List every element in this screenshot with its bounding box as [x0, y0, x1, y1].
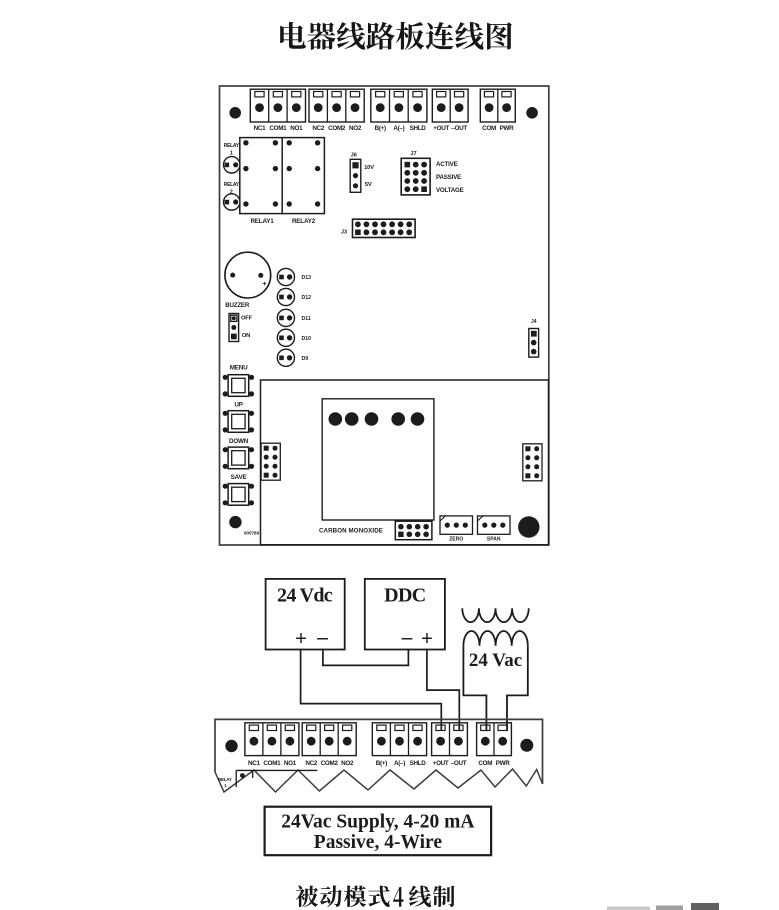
svg-text:RELAY: RELAY — [224, 182, 240, 188]
svg-text:NO1: NO1 — [284, 760, 297, 767]
svg-text:BUZZER: BUZZER — [225, 302, 250, 309]
svg-text:+OUT: +OUT — [433, 125, 449, 132]
svg-text:COM1: COM1 — [263, 760, 281, 767]
svg-text:J6: J6 — [351, 152, 357, 158]
svg-text:D13: D13 — [302, 275, 312, 281]
svg-text:24Vac Supply, 4-20 mA: 24Vac Supply, 4-20 mA — [281, 812, 474, 833]
svg-text:+: + — [262, 281, 266, 288]
svg-text:RELAY2: RELAY2 — [292, 218, 316, 225]
svg-text:–: – — [316, 625, 328, 649]
svg-text:CARBON MONOXIDE: CARBON MONOXIDE — [319, 528, 383, 535]
svg-text:Passive, 4-Wire: Passive, 4-Wire — [314, 832, 443, 853]
svg-text:10V: 10V — [364, 165, 374, 171]
svg-text:SHLD: SHLD — [410, 125, 427, 132]
svg-text:RELAY: RELAY — [218, 777, 232, 782]
svg-text:DDC: DDC — [384, 585, 426, 607]
svg-text:–OUT: –OUT — [451, 125, 467, 132]
svg-text:NO2: NO2 — [341, 760, 354, 767]
svg-text:NC2: NC2 — [312, 125, 324, 132]
svg-text:VOLTAGE: VOLTAGE — [436, 187, 464, 194]
svg-text:PWR: PWR — [500, 125, 515, 132]
svg-text:J7: J7 — [410, 151, 416, 157]
svg-text:+: + — [295, 626, 307, 650]
svg-text:COM: COM — [478, 760, 492, 767]
svg-text:000789: 000789 — [244, 531, 260, 536]
svg-text:2: 2 — [230, 190, 233, 196]
svg-text:B(+): B(+) — [375, 125, 386, 132]
svg-text:24 Vdc: 24 Vdc — [277, 585, 333, 607]
svg-text:5V: 5V — [365, 182, 372, 188]
svg-text:SPAN: SPAN — [487, 536, 501, 542]
svg-text:COM2: COM2 — [328, 125, 346, 132]
svg-text:ACTIVE: ACTIVE — [436, 161, 458, 168]
svg-text:A(–): A(–) — [393, 125, 404, 132]
svg-text:COM2: COM2 — [321, 760, 339, 767]
svg-text:PWR: PWR — [496, 760, 511, 767]
svg-text:NO2: NO2 — [349, 125, 362, 132]
svg-text:J4: J4 — [531, 319, 537, 325]
svg-text:NC2: NC2 — [305, 760, 317, 767]
svg-text:COM1: COM1 — [269, 125, 287, 132]
svg-text:1: 1 — [224, 783, 227, 788]
svg-text:SAVE: SAVE — [231, 474, 247, 481]
svg-text:NC1: NC1 — [254, 125, 266, 132]
svg-text:PASSIVE: PASSIVE — [436, 174, 461, 181]
svg-text:COM: COM — [482, 125, 496, 132]
svg-text:24 Vac: 24 Vac — [469, 650, 522, 671]
svg-text:A(–): A(–) — [394, 760, 405, 767]
svg-text:RELAY: RELAY — [224, 143, 240, 149]
svg-text:+OUT: +OUT — [433, 760, 449, 767]
svg-text:ZERO: ZERO — [449, 536, 463, 542]
svg-text:1: 1 — [230, 151, 233, 157]
svg-text:D12: D12 — [302, 295, 312, 301]
svg-text:UP: UP — [234, 401, 242, 408]
svg-text:ON: ON — [242, 333, 250, 339]
svg-text:–: – — [401, 625, 413, 649]
svg-text:SHLD: SHLD — [410, 760, 427, 767]
svg-text:DOWN: DOWN — [229, 438, 249, 445]
svg-text:RELAY1: RELAY1 — [250, 218, 274, 225]
svg-text:OFF: OFF — [241, 316, 253, 322]
svg-text:D10: D10 — [302, 336, 312, 342]
svg-text:NO1: NO1 — [290, 125, 303, 132]
svg-text:+: + — [421, 626, 433, 650]
svg-text:J3: J3 — [341, 230, 347, 236]
svg-text:B(+): B(+) — [376, 760, 387, 767]
svg-text:D11: D11 — [302, 316, 311, 322]
svg-text:–OUT: –OUT — [451, 760, 467, 767]
svg-text:D9: D9 — [302, 356, 309, 362]
svg-text:NC1: NC1 — [248, 760, 260, 767]
svg-text:MENU: MENU — [230, 364, 248, 371]
